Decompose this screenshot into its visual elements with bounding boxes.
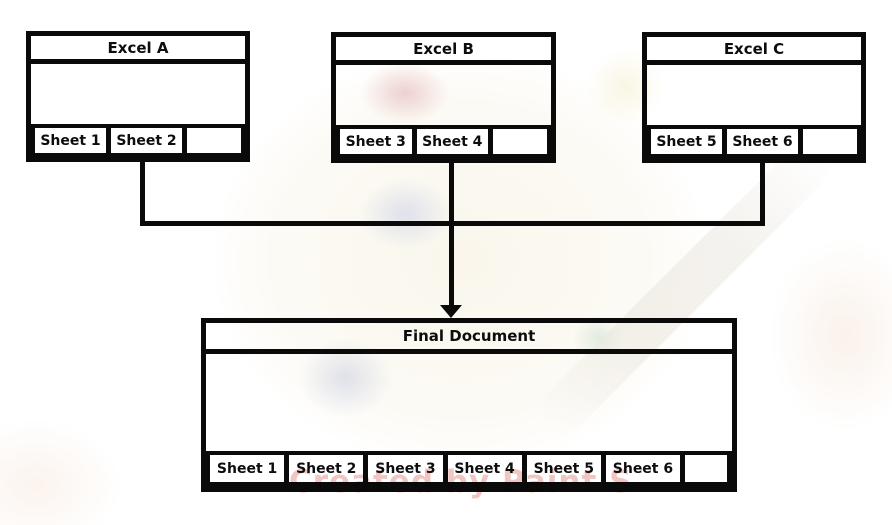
excel-b-tab-strip: Sheet 3 Sheet 4 [336, 125, 551, 158]
sheet-tab: Sheet 2 [289, 455, 364, 482]
empty-sheet-tab [493, 129, 547, 154]
sheet-tab: Sheet 6 [727, 129, 798, 154]
paint-blob-peach-right [770, 240, 892, 430]
connector-line-excel-c [760, 161, 765, 223]
excel-a-body [31, 64, 245, 124]
connector-line-excel-b [449, 161, 454, 307]
sheet-tab: Sheet 3 [368, 455, 443, 482]
connector-line-horizontal [140, 221, 765, 226]
empty-sheet-tab [803, 129, 857, 154]
excel-c-window: Excel C Sheet 5 Sheet 6 [642, 32, 866, 163]
final-document-window: Final Document Sheet 1 Sheet 2 Sheet 3 S… [201, 318, 737, 492]
excel-c-title: Excel C [723, 39, 785, 58]
sheet-tab: Sheet 6 [605, 455, 681, 482]
empty-sheet-tab [187, 128, 241, 153]
empty-sheet-tab [685, 455, 728, 482]
sheet-tab: Sheet 4 [447, 455, 522, 482]
divider [31, 59, 245, 64]
paint-blob-peach-left [0, 420, 120, 525]
sheet-tab: Sheet 3 [340, 129, 412, 154]
excel-b-body [336, 65, 551, 125]
sheet-tab: Sheet 5 [651, 129, 722, 154]
sheet-tab: Sheet 5 [526, 455, 601, 482]
sheet-tab: Sheet 2 [111, 128, 182, 153]
excel-c-tab-strip: Sheet 5 Sheet 6 [647, 125, 861, 158]
connector-line-excel-a [140, 161, 145, 223]
final-document-body [206, 354, 732, 451]
sheet-tab: Sheet 1 [35, 128, 106, 153]
excel-b-window: Excel B Sheet 3 Sheet 4 [331, 32, 556, 163]
arrow-down-icon [440, 305, 462, 318]
excel-a-title: Excel A [107, 38, 169, 57]
sheet-tab: Sheet 4 [416, 129, 488, 154]
final-document-tab-strip: Sheet 1 Sheet 2 Sheet 3 Sheet 4 Sheet 5 … [206, 451, 732, 487]
excel-a-window: Excel A Sheet 1 Sheet 2 [26, 31, 250, 162]
final-document-title: Final Document [402, 327, 536, 345]
excel-a-tab-strip: Sheet 1 Sheet 2 [31, 124, 245, 157]
excel-b-title: Excel B [413, 39, 474, 58]
divider [647, 60, 861, 65]
excel-c-body [647, 65, 861, 125]
paint-blob-blue [358, 178, 453, 250]
sheet-tab: Sheet 1 [210, 455, 285, 482]
